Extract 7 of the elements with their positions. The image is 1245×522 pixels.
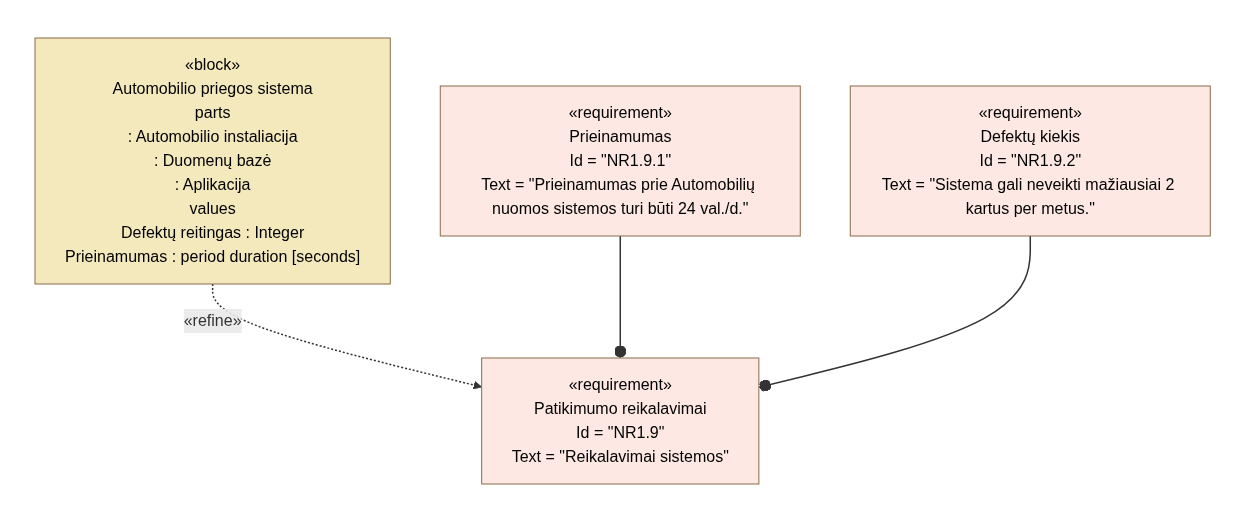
node-box: «requirement» Patikimumo reikalavimai Id = "NR1.9" Text = "Reikalavimai sistemos" [481, 357, 760, 485]
connector [758, 235, 1031, 392]
node-box: «requirement» Defektų kiekis Id = "NR1.9.2" Text = "Sistema gali neveikti mažiausiai 2 kartus per metus." [849, 85, 1211, 237]
connector [614, 235, 627, 359]
node-box: «requirement» Prieinamumas Id = "NR1.9.1" Text = "Prieinamumas prie Automobilių nuomos sistemos turi būti 24 val./d." [439, 85, 801, 237]
node-box: «block» Automobilio priegos sistema parts : Automobilio instaliacija : Duomenų bazė : Aplikacija values Defektų reitingas : Integer Prieinamumas : period duration [seconds] [34, 37, 391, 285]
edge-label: «refine» [183, 312, 242, 329]
